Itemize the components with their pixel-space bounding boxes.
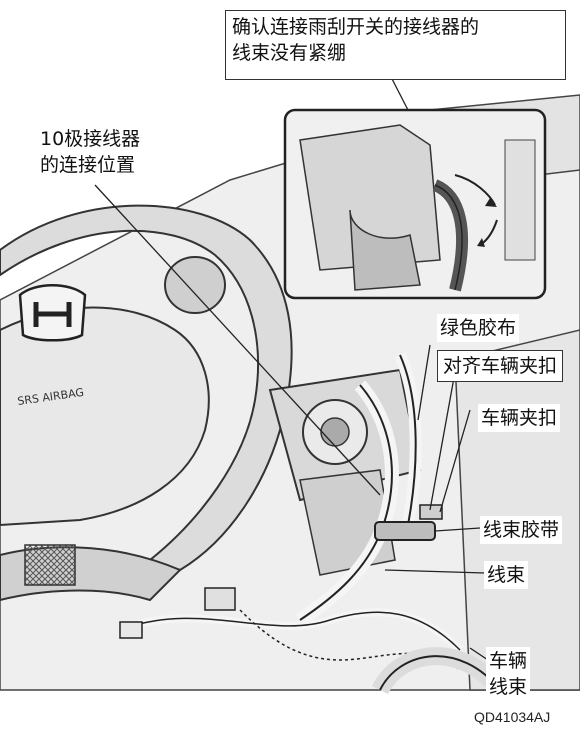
callout-text: 10极接线器 xyxy=(40,128,141,150)
callout-vehicle-clip: 车辆夹扣 xyxy=(478,404,561,432)
callout-text: 线束没有紧绷 xyxy=(232,42,347,64)
callout-harness: 线束 xyxy=(484,561,529,589)
callout-text: 线束 xyxy=(489,676,528,698)
connector xyxy=(204,587,236,611)
inset-detail xyxy=(283,108,547,300)
callout-align-clip: 对齐车辆夹扣 xyxy=(437,350,564,382)
grille-mesh xyxy=(24,544,76,586)
callout-vehicle-harness: 车辆 线束 xyxy=(486,647,531,701)
callout-check-harness: 确认连接雨刮开关的接线器的 线束没有紧绷 xyxy=(225,10,566,80)
connector xyxy=(119,621,143,639)
harness-band xyxy=(374,521,436,541)
callout-text: 确认连接雨刮开关的接线器的 xyxy=(232,16,480,38)
horn-pad xyxy=(164,256,226,314)
steering-wheel xyxy=(0,204,293,602)
honda-logo-icon xyxy=(18,284,87,342)
right-panel xyxy=(454,329,580,691)
wire-harness xyxy=(118,352,508,696)
callout-connector-position: 10极接线器 的连接位置 xyxy=(37,125,144,179)
callout-text: 的连接位置 xyxy=(40,154,136,176)
figure-code: QD41034AJ xyxy=(474,709,551,725)
callout-text: 车辆 xyxy=(489,650,528,672)
callout-green-tape: 绿色胶布 xyxy=(437,314,520,342)
callout-harness-band: 线束胶带 xyxy=(480,516,563,544)
